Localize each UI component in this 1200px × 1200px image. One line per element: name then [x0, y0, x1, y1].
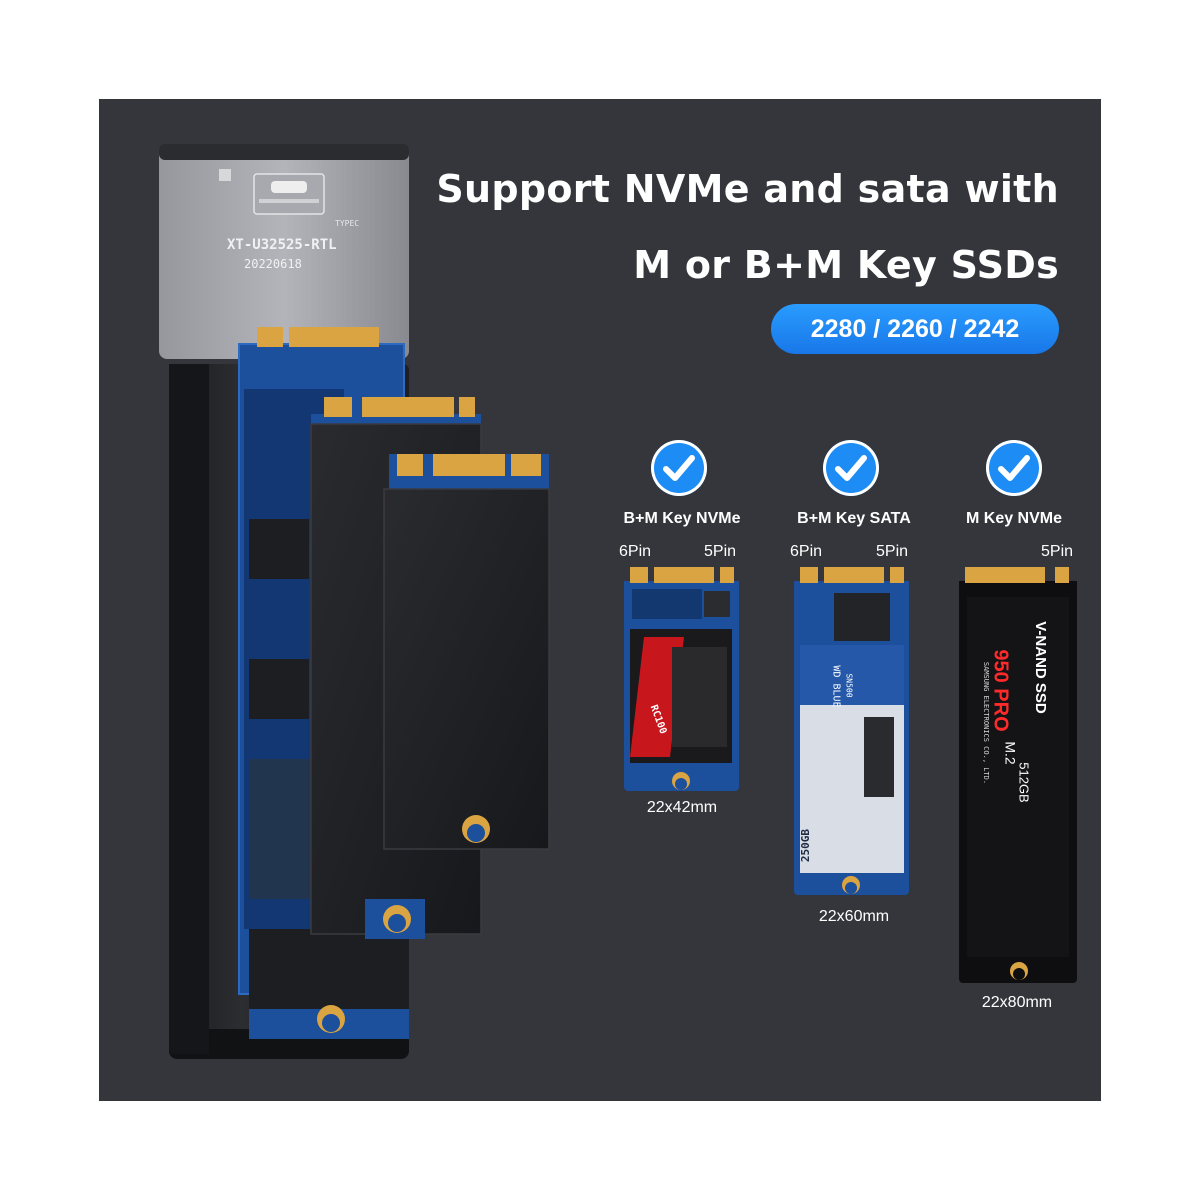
- pin-right-label: 5Pin: [876, 543, 909, 560]
- pin-right-label: 5Pin: [1041, 543, 1074, 560]
- ssd-2260-brand-sub: SN500: [844, 673, 854, 698]
- ssd-2280-brand-text: V-NAND SSD: [1031, 621, 1049, 714]
- pin-right-label: 5Pin: [704, 543, 737, 560]
- product-panel: XT-U32525-RTL 20220618 TYPEC Support NVM…: [99, 99, 1101, 1101]
- ssd-type-label: B+M Key SATA: [797, 510, 911, 527]
- ssd-2280-image: [959, 567, 1077, 983]
- ssd-2242-image: [624, 567, 739, 791]
- sizes-badge: 2280 / 2260 / 2242: [771, 304, 1059, 354]
- ssd-2280-capacity: 512GB: [1016, 762, 1032, 803]
- ssd-size-label: 22x42mm: [646, 799, 718, 816]
- check-icon: [986, 440, 1042, 496]
- ssd-2260-brand-text: WD BLUE: [830, 665, 842, 708]
- ssd-2280-model-suffix: M.2: [1002, 741, 1019, 765]
- ssd-2260-capacity: 250GB: [799, 828, 813, 863]
- ssd-enclosure-illustration: [159, 144, 550, 1059]
- connector-label-text: TYPEC: [335, 219, 360, 228]
- headline-line-2: M or B+M Key SSDs: [633, 243, 1059, 287]
- headline-line-1: Support NVMe and sata with: [436, 167, 1059, 211]
- ssd-size-label: 22x60mm: [818, 908, 890, 925]
- ssd-type-label: B+M Key NVMe: [623, 510, 741, 527]
- ssd-2280-model: 950 PRO: [989, 649, 1012, 732]
- ssd-2280-maker: SAMSUNG ELECTRONICS CO., LTD.: [982, 661, 991, 785]
- check-icon: [823, 440, 879, 496]
- ssd-size-label: 22x80mm: [981, 994, 1053, 1011]
- ssd-2260-image: [794, 567, 909, 895]
- pin-left-label: 6Pin: [619, 543, 652, 560]
- chip-date-text: 20220618: [244, 257, 302, 271]
- chip-model-text: XT-U32525-RTL: [227, 237, 337, 253]
- pin-left-label: 6Pin: [790, 543, 823, 560]
- ssd-type-label: M Key NVMe: [965, 510, 1063, 527]
- check-icon: [651, 440, 707, 496]
